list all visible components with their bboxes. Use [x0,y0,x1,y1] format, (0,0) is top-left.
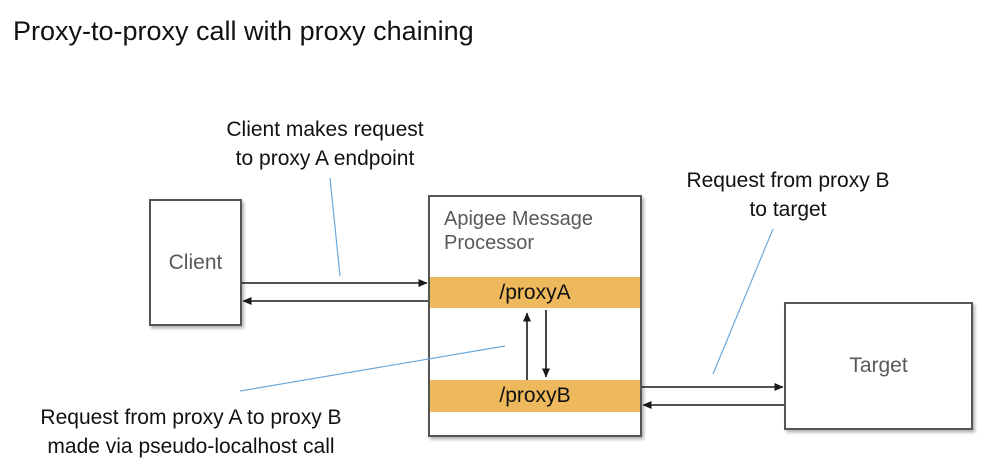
message-processor-box: Apigee Message Processor /proxyA /proxyB [428,195,642,437]
client-box: Client [149,199,242,326]
proxya-endpoint-bar: /proxyA [430,277,640,308]
leader-line-client-annotation [329,177,341,277]
annotation-proxyb-to-target: Request from proxy B to target [686,169,890,221]
leader-line-target-annotation [712,228,774,375]
target-box-label: Target [849,354,908,377]
message-processor-label: Apigee Message Processor [444,208,593,254]
annotation-client-request: Client makes request to proxy A endpoint [226,118,424,170]
diagram-title: Proxy-to-proxy call with proxy chaining [13,16,474,46]
client-box-label: Client [168,250,223,274]
target-box: Target [784,302,973,430]
annotation-proxya-to-proxyb: Request from proxy A to proxy B made via… [40,406,342,458]
proxyb-endpoint-bar: /proxyB [430,380,640,412]
